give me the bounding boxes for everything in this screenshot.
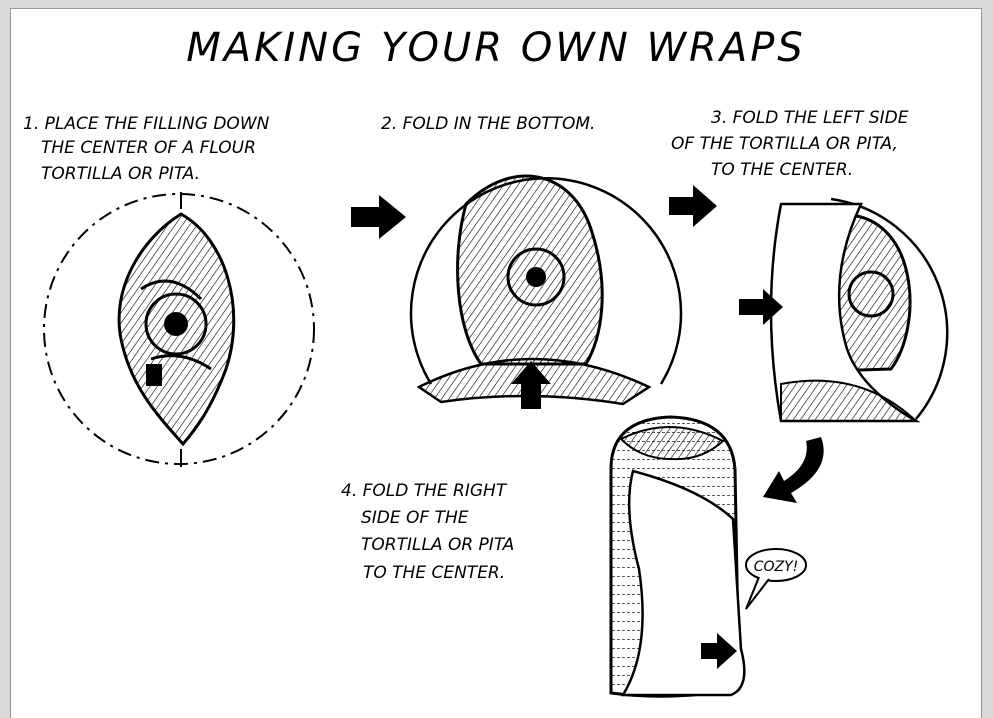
- step-4-line-4: TO THE CENTER.: [363, 563, 505, 583]
- step-3-line-2: OF THE TORTILLA OR PITA,: [671, 134, 898, 154]
- step-4-caption: 4. FOLD THE RIGHT SIDE OF THE TORTILLA O…: [341, 481, 514, 583]
- step-4-line-2: SIDE OF THE: [361, 508, 469, 528]
- step-4-line-3: TORTILLA OR PITA: [361, 535, 514, 555]
- step-1-line-2: THE CENTER OF A FLOUR: [41, 138, 256, 158]
- step-1-caption: 1. PLACE THE FILLING DOWN THE CENTER OF …: [23, 114, 270, 184]
- step-1-line-3: TORTILLA OR PITA.: [41, 164, 200, 184]
- step-3-line-3: TO THE CENTER.: [711, 160, 853, 180]
- arrow-right-icon: [669, 185, 717, 227]
- speech-bubble-text: COZY!: [754, 559, 799, 575]
- step-1-line-1: 1. PLACE THE FILLING DOWN: [23, 114, 270, 134]
- tortilla-bottom-fold-illustration: [411, 176, 681, 409]
- speech-bubble: COZY!: [746, 549, 806, 609]
- step-3-line-1: 3. FOLD THE LEFT SIDE: [711, 108, 909, 128]
- step-4-line-1: 4. FOLD THE RIGHT: [341, 481, 508, 501]
- step-3-caption: 3. FOLD THE LEFT SIDE OF THE TORTILLA OR…: [671, 108, 909, 180]
- tortilla-wrapped-illustration: [611, 417, 744, 696]
- tortilla-left-fold-illustration: [739, 199, 947, 421]
- arrow-curved-icon: [763, 437, 824, 503]
- tortilla-open-illustration: [44, 192, 314, 467]
- illustration-canvas: MAKING YOUR OWN WRAPS 1. PLACE THE FILLI…: [10, 8, 982, 718]
- step-2-caption: 2. FOLD IN THE BOTTOM.: [381, 114, 595, 134]
- page-title: MAKING YOUR OWN WRAPS: [186, 25, 805, 71]
- arrow-right-icon: [351, 195, 406, 239]
